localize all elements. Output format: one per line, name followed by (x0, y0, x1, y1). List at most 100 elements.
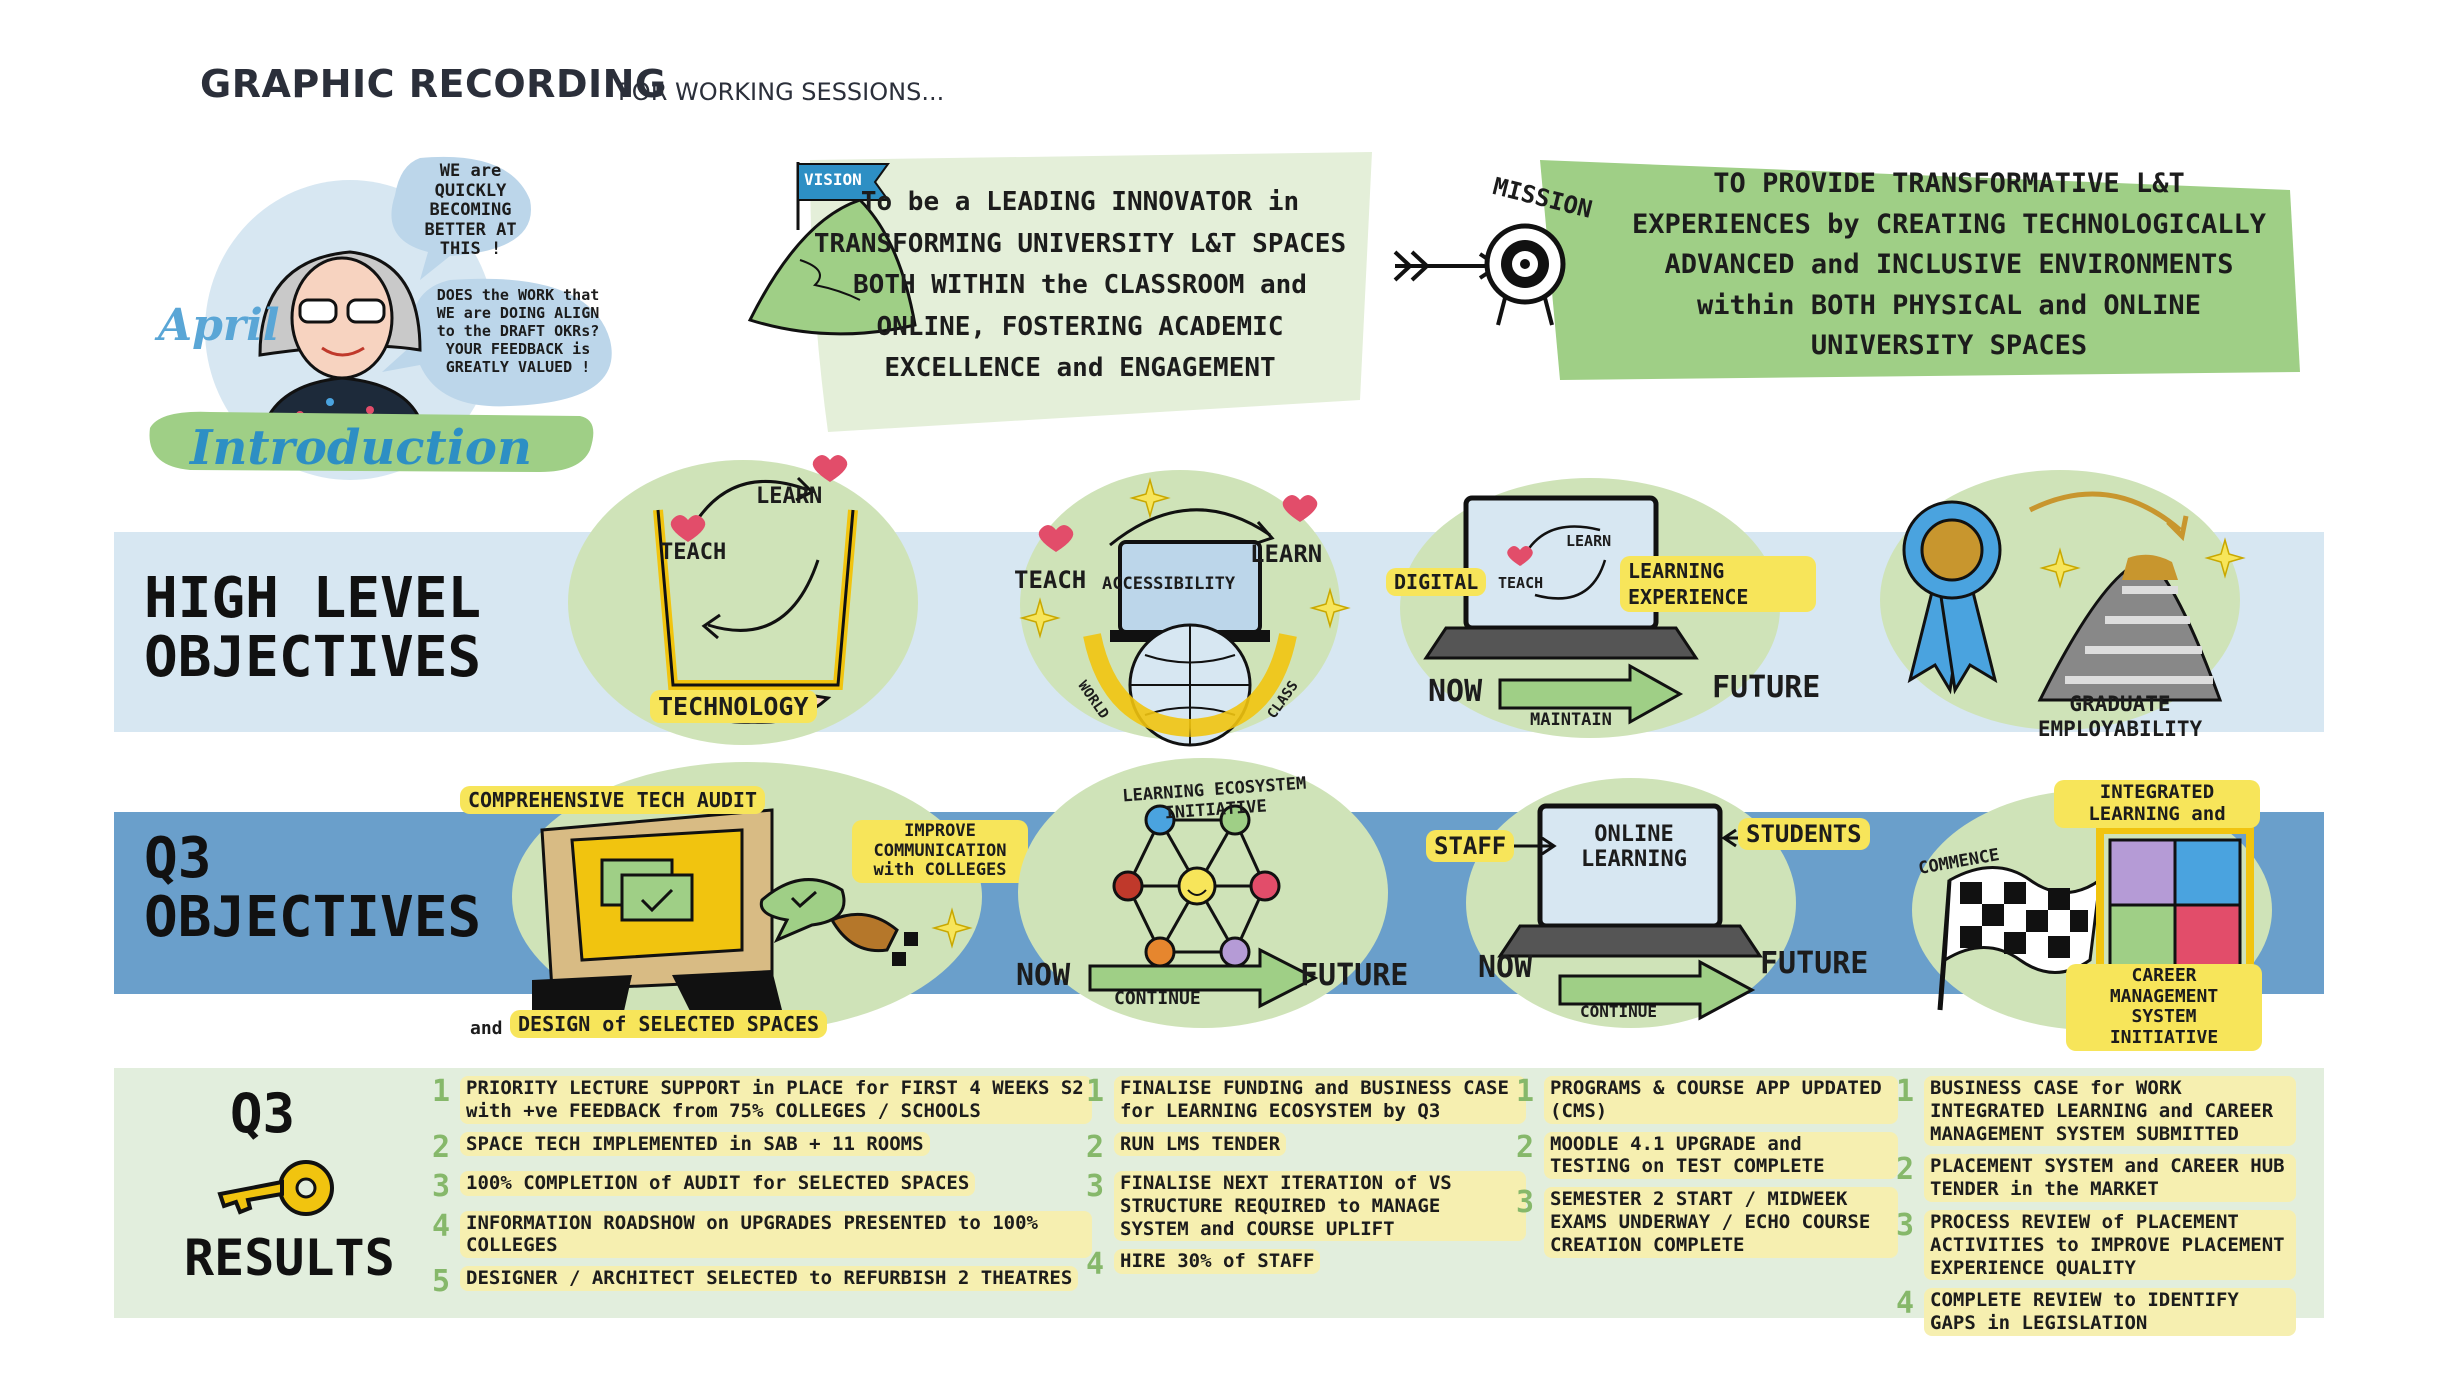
high-level-objectives-label: HIGH LEVEL OBJECTIVES (144, 566, 482, 690)
page-title: GRAPHIC RECORDING (200, 62, 667, 106)
key-result-number: 3 (432, 1169, 451, 1205)
key-result-number: 4 (432, 1208, 451, 1244)
presenter-name: April (158, 300, 280, 351)
q3-online-continue-label: CONTINUE (1580, 1002, 1658, 1021)
q3-career-management (1900, 760, 2300, 1060)
puzzle-icon (2096, 826, 2254, 984)
globe-laptop-icon (1019, 477, 1351, 747)
mission-banner (1540, 160, 2300, 380)
key-result-item: 1 PRIORITY LECTURE SUPPORT in PLACE for F… (432, 1076, 1092, 1124)
flag-icon (797, 163, 890, 201)
key-result-text: PLACEMENT SYSTEM and CAREER HUB TENDER i… (1924, 1154, 2296, 1202)
vision-section: VISION To be a LEADING INNOVATOR in TRAN… (740, 150, 1380, 440)
hlo-learning-experience-tag: LEARNING EXPERIENCE (1620, 556, 1816, 612)
vision-text: To be a LEADING INNOVATOR in TRANSFORMIN… (813, 187, 1347, 384)
hlo2-learn-label: LEARN (1250, 540, 1323, 568)
checkered-flag-icon (1937, 866, 2102, 1011)
speech-bubble-icon (759, 878, 846, 943)
heart-icon (1507, 546, 1533, 566)
hlo1-learn-label: LEARN (756, 484, 823, 509)
q3-tech-audit-tag: COMPREHENSIVE TECH AUDIT (460, 786, 765, 814)
q3-objectives-label: Q3 OBJECTIVES (144, 826, 482, 950)
speech-bubble-2-text: DOES the WORK that WE are DOING ALIGN to… (436, 286, 600, 376)
hlo-digital-tag: DIGITAL (1386, 568, 1487, 596)
key-result-number: 1 (432, 1074, 451, 1109)
key-result-text: MOODLE 4.1 UPGRADE and TESTING on TEST C… (1544, 1131, 1898, 1180)
key-result-text: PROGRAMS & COURSE APP UPDATED (CMS) (1544, 1076, 1898, 1124)
key-result-text: PRIORITY LECTURE SUPPORT in PLACE for FI… (460, 1076, 1092, 1124)
key-result-number: 3 (1086, 1169, 1105, 1205)
vision-banner (810, 152, 1372, 432)
results-label: RESULTS (184, 1229, 395, 1287)
key-result-text: 100% COMPLETION of AUDIT for SELECTED SP… (460, 1171, 976, 1196)
hlo2-teach-label: TEACH (1014, 566, 1087, 594)
avatar (258, 250, 427, 442)
intro-section: WE are QUICKLY BECOMING BETTER AT THIS !… (120, 140, 740, 500)
key-result-item: 3 100% COMPLETION of AUDIT for SELECTED S… (432, 1171, 1092, 1203)
q3-ecosystem-future-label: FUTURE (1300, 958, 1409, 993)
arrow-right-icon (1088, 947, 1319, 1009)
key-result-number: 2 (1086, 1129, 1105, 1165)
key-result-number: 3 (1516, 1185, 1535, 1221)
results-column-1: 1 PRIORITY LECTURE SUPPORT in PLACE for F… (432, 1076, 1092, 1306)
q3-online-learning-screen-label: ONLINE LEARNING (1581, 822, 1687, 873)
q3-ecosystem-continue-label: CONTINUE (1114, 988, 1201, 1009)
page-subtitle: FOR WORKING SESSIONS... (618, 78, 945, 106)
hlo-accessibility: TEACH LEARN ACCESSIBILITY WORLD CLASS (1000, 460, 1380, 750)
laptop-learning-icon (1423, 495, 1699, 725)
room-audit-icon (532, 808, 973, 1020)
results-q3-label: Q3 (230, 1082, 296, 1145)
heart-icon (812, 455, 848, 482)
q3-learning-ecosystem: LEARNING ECOSYSTEM INITIATIVE CONTINUE (1010, 758, 1410, 1028)
q3-online-learning: ONLINE LEARNING CONTINUE (1440, 776, 1900, 1036)
q3-students-tag: STUDENTS (1738, 818, 1870, 850)
key-result-item: 5 DESIGNER / ARCHITECT SELECTED to REFURB… (432, 1266, 1092, 1298)
sparkle-icon (2039, 547, 2081, 589)
key-result-number: 3 (1896, 1207, 1915, 1243)
mission-illustration (1393, 160, 2300, 380)
sparkle-icon (1019, 597, 1061, 639)
key-result-number: 2 (1896, 1152, 1915, 1188)
speech-bubble-1 (391, 156, 531, 280)
key-result-text: HIRE 30% of STAFF (1114, 1249, 1321, 1275)
key-result-text: SPACE TECH IMPLEMENTED in SAB + 11 ROOMS (460, 1131, 930, 1157)
sparkle-icon (2204, 537, 2246, 579)
hlo3-now-label: NOW (1428, 674, 1483, 709)
key-result-item: 2 SPACE TECH IMPLEMENTED in SAB + 11 ROOM… (432, 1132, 1092, 1164)
arrow-right-icon (1558, 959, 1756, 1021)
key-result-text: DESIGNER / ARCHITECT SELECTED to REFURBI… (460, 1266, 1079, 1291)
key-result-number: 1 (1516, 1074, 1535, 1109)
q3-ecosystem-now-label: NOW (1016, 958, 1071, 993)
mountain-icon (747, 198, 917, 336)
hlo3-teach-label: TEACH (1498, 574, 1544, 592)
introduction-banner (149, 411, 594, 472)
key-result-number: 5 (432, 1264, 451, 1300)
introduction-label: Introduction (190, 420, 532, 476)
heart-icon (1038, 525, 1074, 552)
mission-section: MISSION TO PROVIDE TRANSFORMATIVE L&T EX… (1380, 140, 2320, 440)
key-result-text: FINALISE NEXT ITERATION of VS STRUCTURE … (1114, 1171, 1526, 1242)
key-result-text: COMPLETE REVIEW to IDENTIFY GAPS in LEGI… (1924, 1288, 2296, 1336)
key-result-number: 2 (1516, 1129, 1535, 1165)
q3-design-spaces-tag: DESIGN of SELECTED SPACES (510, 1010, 828, 1038)
laptop-online-icon (1497, 803, 1770, 1021)
key-icon (217, 1160, 334, 1216)
key-result-number: 2 (432, 1129, 451, 1165)
award-ribbon-icon (1902, 500, 2002, 695)
mountain-steps-icon (2037, 554, 2223, 702)
intro-illustration (149, 156, 612, 480)
key-result-text: INFORMATION ROADSHOW on UPGRADES PRESENT… (460, 1210, 1092, 1259)
ecosystem-network-icon (1088, 804, 1319, 1009)
hlo2-accessibility-label: ACCESSIBILITY (1102, 574, 1236, 594)
